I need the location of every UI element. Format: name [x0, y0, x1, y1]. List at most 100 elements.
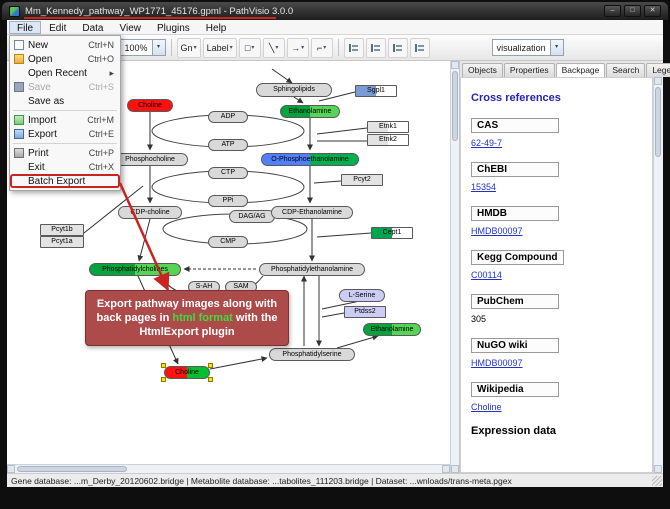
tab-objects[interactable]: Objects [462, 63, 503, 77]
scrollbar-thumb[interactable] [17, 466, 127, 472]
node-phosphatidylcholines[interactable]: Phosphatidylcholines [89, 262, 181, 276]
minimize-button[interactable]: – [604, 5, 621, 17]
shape-tool-icon: □ [244, 42, 251, 53]
node-etnk1[interactable]: Etnk1 [367, 121, 409, 133]
selection-handle[interactable] [161, 376, 166, 382]
line-tool-button[interactable]: ╲▾ [262, 37, 285, 58]
titlebar[interactable]: Mm_Kennedy_pathway_WP1771_45176.gpml - P… [2, 2, 668, 20]
scroll-left-icon[interactable] [7, 465, 15, 473]
node-cdp-choline[interactable]: CDP-choline [118, 205, 182, 219]
menu-item-save-as[interactable]: Save as [10, 94, 120, 108]
crossref-link[interactable]: 62-49-7 [471, 138, 503, 148]
node-choline[interactable]: Choline [161, 362, 213, 382]
scroll-up-icon[interactable] [654, 77, 662, 85]
node-pcyt1a[interactable]: Pcyt1a [40, 236, 84, 248]
node-phosphatidylserine[interactable]: Phosphatidylserine [269, 347, 355, 361]
node-pcyt2[interactable]: Pcyt2 [341, 174, 383, 186]
node-pcyt1b[interactable]: Pcyt1b [40, 224, 84, 236]
crossref-link[interactable]: HMDB00097 [471, 226, 523, 236]
scrollbar-thumb[interactable] [452, 71, 458, 141]
menu-item-open-recent[interactable]: Open Recent▸ [10, 66, 120, 80]
visualization-combo[interactable]: visualization ▾ [491, 39, 564, 56]
scroll-down-icon[interactable] [451, 465, 459, 473]
node-phosphatidylethanolamine[interactable]: Phosphatidylethanolamine [259, 262, 365, 276]
label-tool-button[interactable]: Label▾ [202, 37, 237, 58]
chevron-down-icon[interactable]: ▾ [151, 40, 165, 55]
node-ethanolamine[interactable]: Ethanolamine [363, 322, 421, 336]
selection-handle[interactable] [161, 362, 166, 368]
scrollbar-thumb[interactable] [655, 87, 661, 157]
node-adp[interactable]: ADP [208, 111, 248, 123]
chevron-down-icon: ▾ [275, 45, 279, 51]
selection-handle[interactable] [208, 362, 213, 368]
node-choline[interactable]: Choline [127, 98, 173, 112]
align-left-button[interactable] [343, 37, 364, 58]
menu-item-label: Import [28, 114, 57, 126]
pathway-edge [316, 232, 372, 238]
resize-grip[interactable] [652, 475, 662, 486]
shape-tool-button[interactable]: □▾ [238, 37, 261, 58]
pathway-edge [293, 96, 304, 104]
close-button[interactable]: ✕ [644, 5, 661, 17]
tab-legend[interactable]: Legend [646, 63, 670, 77]
scroll-up-icon[interactable] [451, 61, 459, 69]
align-right-button[interactable] [387, 37, 408, 58]
tab-backpage[interactable]: Backpage [555, 63, 606, 77]
menu-plugins[interactable]: Plugins [156, 22, 190, 34]
canvas-horizontal-scrollbar[interactable] [7, 464, 450, 473]
canvas-vertical-scrollbar[interactable] [450, 61, 459, 473]
crossref-link[interactable]: HMDB00097 [471, 358, 523, 368]
node-ppi[interactable]: PPi [208, 195, 248, 207]
node-etnk2[interactable]: Etnk2 [367, 134, 409, 146]
node-cmp[interactable]: CMP [208, 236, 248, 248]
panel-vertical-scrollbar[interactable] [653, 77, 663, 473]
crossref-link[interactable]: C00114 [471, 270, 502, 280]
chevron-down-icon[interactable]: ▾ [549, 40, 563, 55]
gene-tool-button[interactable]: Gn▾ [176, 37, 201, 58]
menu-data[interactable]: Data [82, 22, 104, 34]
node-sgpl1[interactable]: Sgpl1 [355, 85, 397, 97]
statusbar: Gene database: ...m_Derby_20120602.bridg… [7, 473, 663, 487]
menu-item-batch-export[interactable]: Batch Export [10, 174, 120, 188]
node-dag-ag[interactable]: DAG/AG [229, 209, 275, 223]
zoom-combo[interactable]: 100% ▾ [119, 39, 166, 56]
arrow-tool-button[interactable]: →▾ [286, 37, 309, 58]
menu-help[interactable]: Help [205, 22, 227, 34]
tab-properties[interactable]: Properties [503, 63, 555, 77]
node-o-phosphoethanolamine[interactable]: O-Phosphoethanolamine [261, 152, 359, 166]
menu-item-label: Open [28, 53, 53, 65]
node-sphingolipids[interactable]: Sphingolipids [256, 83, 332, 97]
align-top-button[interactable] [409, 37, 430, 58]
connector-tool-button[interactable]: ⌐▾ [310, 37, 333, 58]
menu-view[interactable]: View [119, 22, 141, 34]
crossref-link[interactable]: 15354 [471, 182, 497, 192]
node-cdp-ethanolamine[interactable]: CDP-Ethanolamine [271, 205, 353, 219]
scroll-down-icon[interactable] [654, 465, 662, 473]
node-l-serine[interactable]: L-Serine [339, 288, 385, 302]
crossref-link[interactable]: Choline [471, 402, 502, 412]
scroll-right-icon[interactable] [442, 465, 450, 473]
menu-item-label: Open Recent [28, 67, 87, 79]
maximize-button[interactable]: □ [624, 5, 641, 17]
node-phosphocholine[interactable]: Phosphocholine [112, 152, 188, 166]
node-cept1[interactable]: Cept1 [371, 227, 413, 239]
node-ptdss2[interactable]: Ptdss2 [344, 306, 386, 318]
menu-edit[interactable]: Edit [49, 22, 67, 34]
menu-item-label: Batch Export [28, 175, 86, 187]
node-ctp[interactable]: CTP [208, 167, 248, 179]
selection-handle[interactable] [208, 376, 213, 382]
tab-search[interactable]: Search [606, 63, 646, 77]
menu-file[interactable]: File [9, 20, 42, 34]
node-ethanolamine[interactable]: Ethanolamine [280, 104, 340, 118]
align-center-button[interactable] [365, 37, 386, 58]
node-atp[interactable]: ATP [208, 139, 248, 151]
